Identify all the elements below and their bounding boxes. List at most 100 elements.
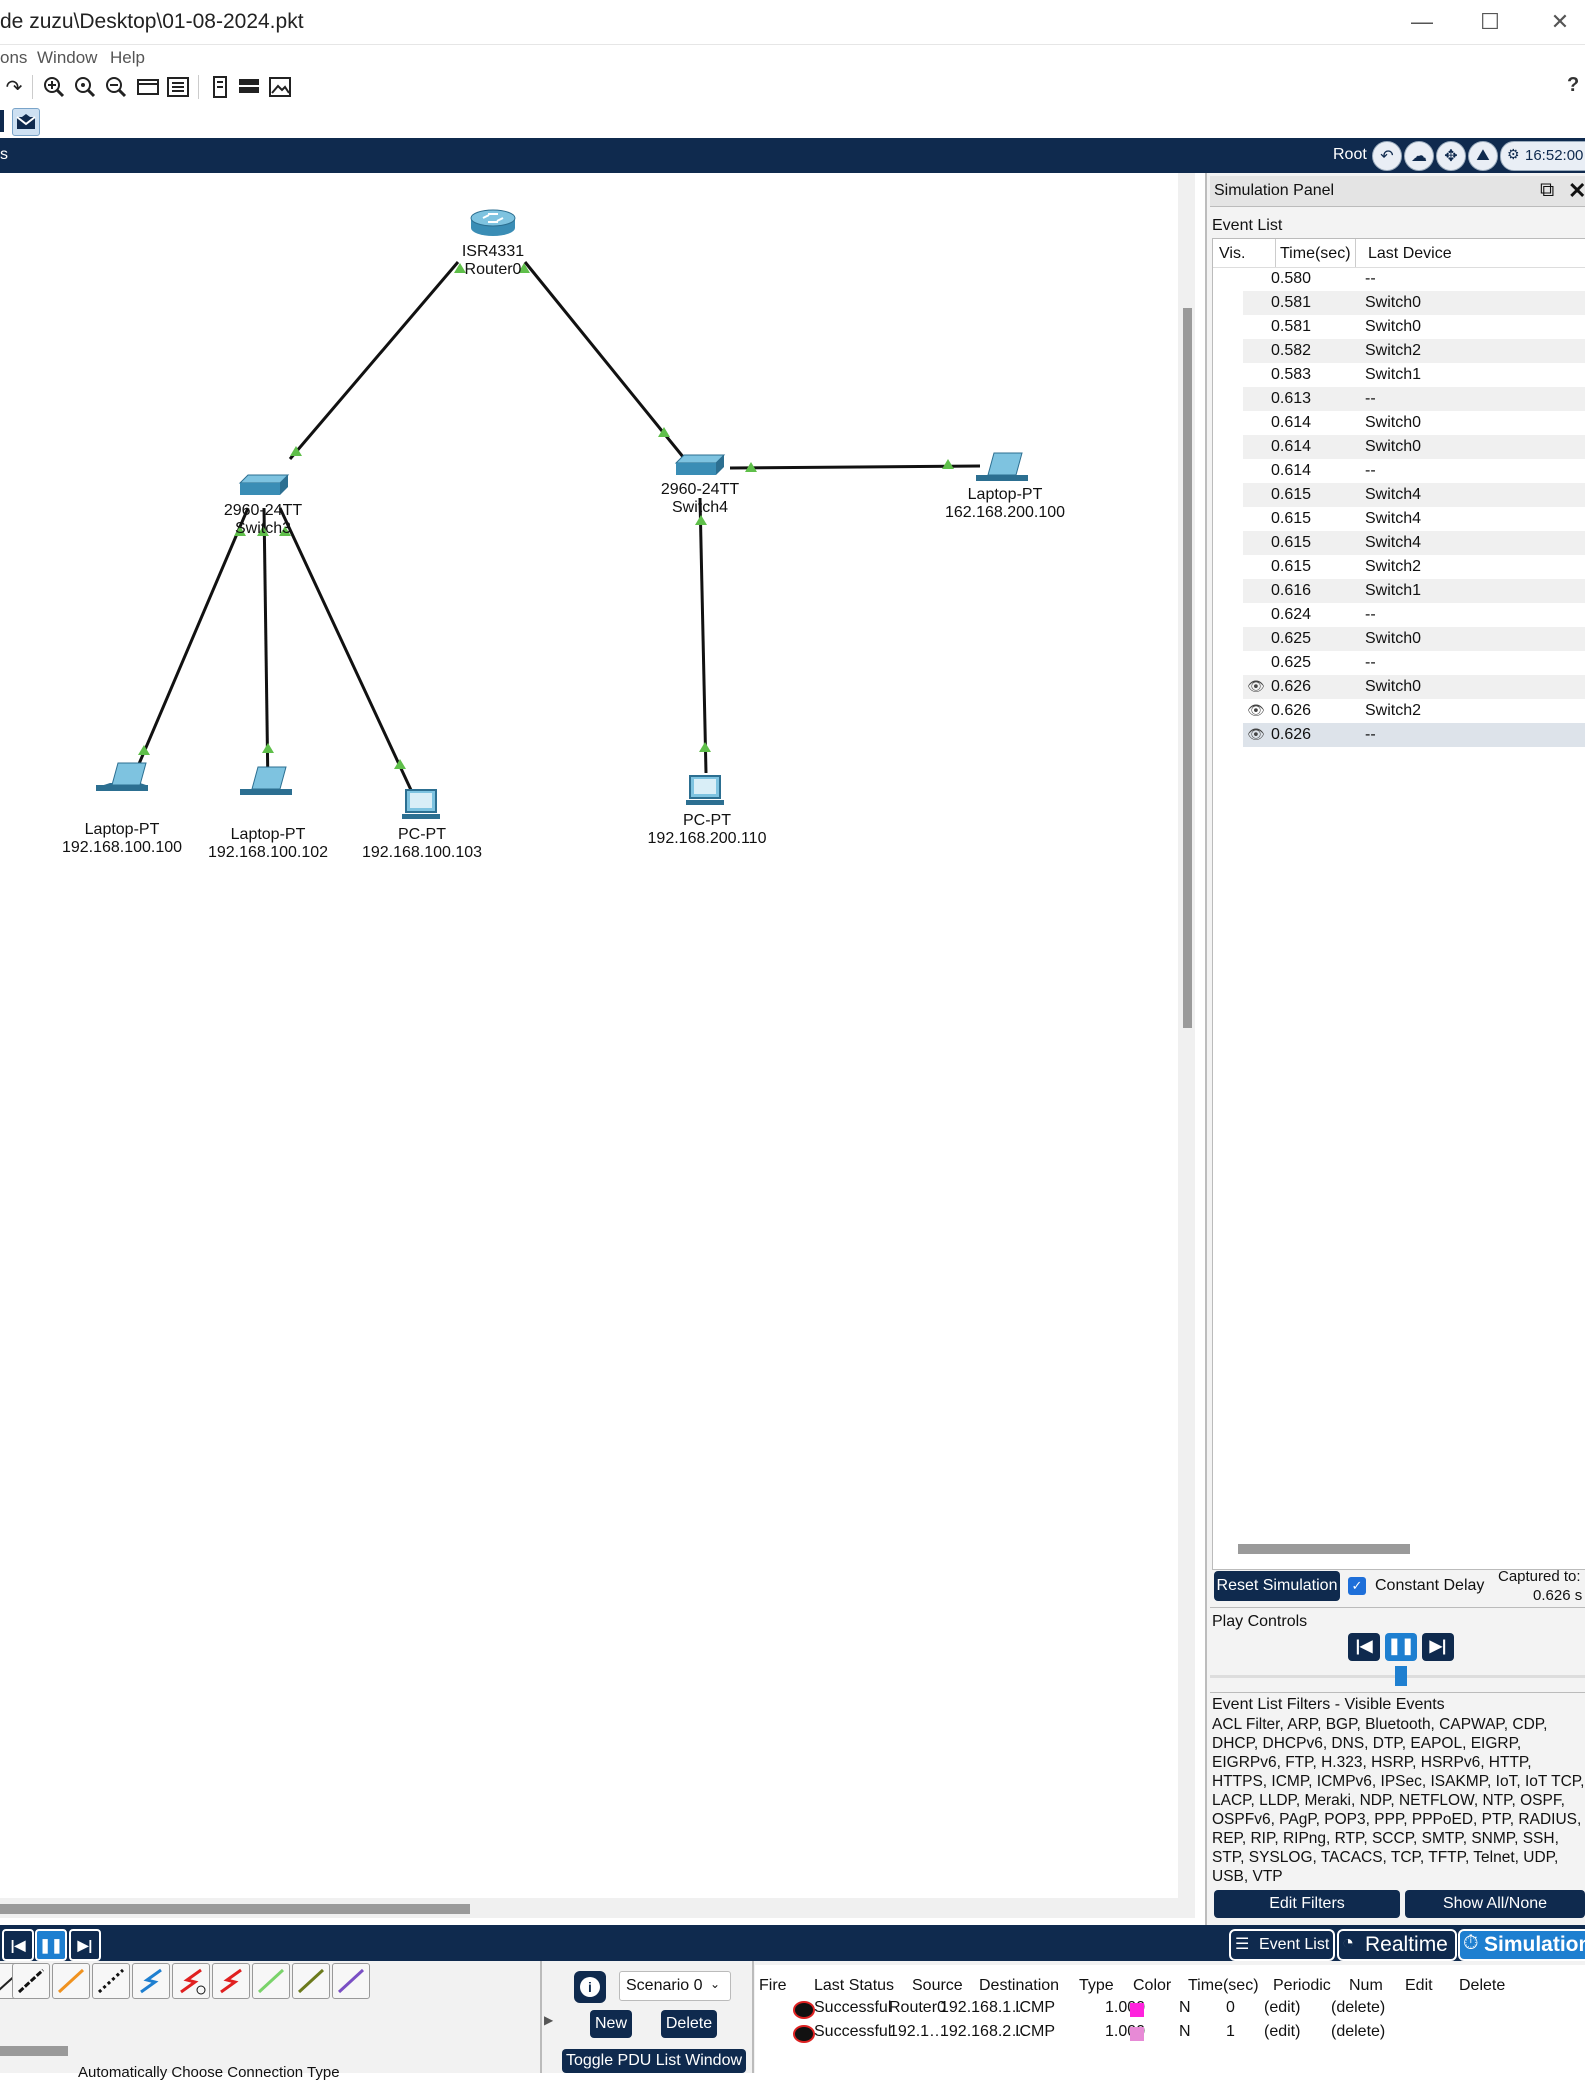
eye-icon[interactable]: 👁 [1247, 726, 1265, 742]
menu-options[interactable]: ons [0, 48, 28, 67]
realtime-tab[interactable]: ◔ Realtime [1337, 1929, 1457, 1961]
event-row[interactable]: 0.580-- [1243, 267, 1585, 291]
step-back-button[interactable]: |◀ [1348, 1633, 1380, 1661]
move-icon[interactable]: ✥ [1436, 141, 1466, 171]
event-row[interactable]: 0.624-- [1243, 603, 1585, 627]
connection-phone[interactable] [252, 1963, 290, 1999]
pdu-col-source[interactable]: Source [912, 1977, 963, 1994]
maximize-button[interactable]: ☐ [1480, 9, 1500, 34]
play-speed-slider[interactable] [1395, 1666, 1407, 1686]
zoom-reset-icon[interactable] [73, 75, 97, 99]
event-row[interactable]: 0.613-- [1243, 387, 1585, 411]
event-list-scroll-thumb[interactable] [1238, 1544, 1410, 1554]
simple-pdu-icon[interactable] [12, 108, 40, 136]
pdu-edit[interactable]: (edit) [1264, 1999, 1301, 2016]
new-scenario-button[interactable]: New [590, 2010, 632, 2038]
event-row[interactable]: 0.625-- [1243, 651, 1585, 675]
drawing-palette-icon[interactable] [136, 75, 160, 99]
zoom-in-icon[interactable] [42, 75, 66, 99]
pdu-col-delete[interactable]: Delete [1459, 1977, 1506, 1994]
col-last-device[interactable]: Last Device [1368, 245, 1452, 262]
back-icon[interactable]: ↶ [1372, 141, 1402, 171]
connection-usb[interactable] [332, 1963, 370, 1999]
pdu-col-edit[interactable]: Edit [1405, 1977, 1433, 1994]
server-icon[interactable] [237, 75, 261, 99]
eye-icon[interactable]: 👁 [1247, 702, 1265, 718]
connection-scroll-thumb[interactable] [0, 2046, 68, 2056]
simulation-tab[interactable]: ⏱ Simulation [1458, 1929, 1585, 1961]
fire-icon[interactable] [793, 2025, 815, 2043]
close-panel-icon[interactable]: ✕ [1568, 178, 1585, 203]
connection-crossover[interactable] [92, 1963, 130, 1999]
time-back-button[interactable]: |◀ [2, 1929, 34, 1961]
info-icon[interactable]: i [574, 1971, 606, 2003]
reset-simulation-button[interactable]: Reset Simulation [1214, 1571, 1340, 1601]
pdu-col-color[interactable]: Color [1133, 1977, 1172, 1994]
delete-scenario-button[interactable]: Delete [661, 2010, 717, 2038]
constant-delay-checkbox[interactable]: ✓ [1348, 1577, 1366, 1595]
toggle-pdu-list-button[interactable]: Toggle PDU List Window [562, 2049, 746, 2073]
pdu-delete[interactable]: (delete) [1331, 1999, 1386, 2016]
pdu-edit[interactable]: (edit) [1264, 2023, 1301, 2040]
fire-icon[interactable] [793, 2001, 815, 2019]
menu-window[interactable]: Window [37, 48, 98, 67]
logical-workspace[interactable]: ISR4331 Router0 2960-24TT Switch3 2960-2… [0, 173, 1178, 1898]
close-window-button[interactable]: ✕ [1550, 9, 1570, 34]
edit-filters-button[interactable]: Edit Filters [1214, 1890, 1400, 1918]
connection-serial-dce[interactable] [172, 1963, 210, 1999]
pdu-col-destination[interactable]: Destination [979, 1977, 1060, 1994]
redo-icon[interactable]: ↷ [5, 76, 23, 99]
col-vis[interactable]: Vis. [1219, 245, 1246, 262]
time-forward-button[interactable]: ▶| [69, 1929, 101, 1961]
help-icon[interactable]: ? [1567, 74, 1580, 96]
horizontal-scroll-thumb[interactable] [0, 1904, 470, 1914]
viewport-icon[interactable]: ⛰ [1468, 141, 1498, 171]
cloud-icon[interactable]: ☁ [1404, 141, 1434, 171]
menu-help[interactable]: Help [110, 48, 145, 67]
connection-serial-dte[interactable] [132, 1963, 170, 1999]
connection-fiber[interactable] [52, 1963, 90, 1999]
pdu-icon[interactable] [208, 75, 232, 99]
image-icon[interactable] [268, 75, 292, 99]
pdu-delete[interactable]: (delete) [1331, 2023, 1386, 2040]
event-row[interactable]: 👁0.626-- [1243, 723, 1585, 747]
col-time[interactable]: Time(sec) [1280, 245, 1351, 262]
collapse-arrow-icon[interactable]: ▶ [544, 2013, 554, 2027]
custom-device-icon[interactable] [166, 75, 190, 99]
show-all-none-button[interactable]: Show All/None [1405, 1890, 1585, 1918]
vertical-scroll-thumb[interactable] [1183, 308, 1192, 1028]
step-forward-button[interactable]: ▶| [1422, 1633, 1454, 1661]
pdu-col-fire[interactable]: Fire [759, 1977, 787, 1994]
undock-icon[interactable]: ⧉ [1540, 179, 1555, 201]
connection-straight[interactable] [12, 1963, 50, 1999]
scenario-select[interactable]: Scenario 0 ⌄ [619, 1971, 731, 2001]
zoom-out-icon[interactable] [104, 75, 128, 99]
time-pause-button[interactable]: ❚❚ [35, 1929, 67, 1961]
eye-icon[interactable]: 👁 [1247, 678, 1265, 694]
root-label[interactable]: Root [1333, 146, 1367, 163]
pdu-col-type[interactable]: Type [1079, 1977, 1114, 1994]
minimize-button[interactable]: — [1411, 9, 1433, 34]
pdu-col-time[interactable]: Time(sec) [1188, 1977, 1259, 1994]
event-row[interactable]: 0.614-- [1243, 459, 1585, 483]
pdu-col-num[interactable]: Num [1349, 1977, 1383, 1994]
pause-button[interactable]: ❚❚ [1385, 1633, 1417, 1661]
event-list-tab[interactable]: ☰ Event List [1229, 1929, 1335, 1961]
pdu-col-last-status[interactable]: Last Status [814, 1977, 895, 1994]
